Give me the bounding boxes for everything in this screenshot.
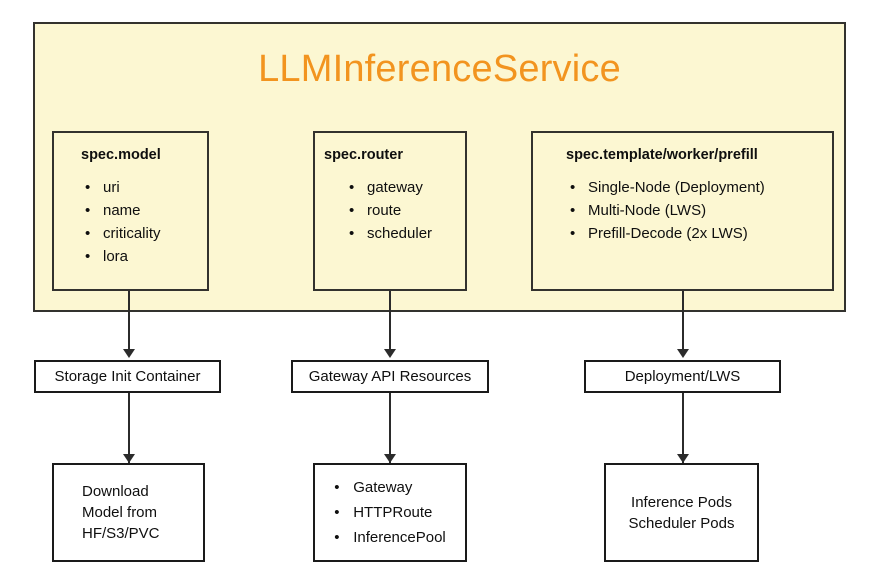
list-item: scheduler — [349, 222, 465, 245]
spec-router-list: gateway route scheduler — [349, 176, 465, 245]
list-item: Multi-Node (LWS) — [570, 199, 832, 222]
node-label-line: Model from — [82, 504, 158, 521]
list-item: Prefill-Decode (2x LWS) — [570, 222, 832, 245]
spec-model-title: spec.model — [81, 147, 161, 163]
list-item: name — [85, 199, 207, 222]
list-item: Gateway — [334, 475, 446, 500]
arrow-head-icon — [123, 349, 135, 358]
arrow-head-icon — [123, 454, 135, 463]
list-item: HTTPRoute — [334, 500, 446, 525]
node-label-line: Inference Pods — [631, 493, 732, 511]
spec-template-list: Single-Node (Deployment) Multi-Node (LWS… — [570, 176, 832, 245]
arrow-head-icon — [384, 454, 396, 463]
gateway-resources-list: Gateway HTTPRoute InferencePool — [334, 475, 446, 550]
node-label-group: Download Model from HF/S3/PVC — [54, 481, 203, 544]
connector-line — [128, 393, 130, 463]
node-label-group: Inference Pods Scheduler Pods — [629, 492, 735, 534]
node-gateway-api-resources: Gateway API Resources — [291, 360, 489, 393]
list-item: lora — [85, 245, 207, 268]
node-label-line: Download — [82, 483, 149, 500]
spec-router-title: spec.router — [324, 147, 403, 163]
spec-router-box: spec.router gateway route scheduler — [313, 131, 467, 291]
node-inference-pods: Inference Pods Scheduler Pods — [604, 463, 759, 562]
spec-template-title: spec.template/worker/prefill — [566, 147, 758, 163]
list-item: route — [349, 199, 465, 222]
node-download-model: Download Model from HF/S3/PVC — [52, 463, 205, 562]
node-deployment-lws: Deployment/LWS — [584, 360, 781, 393]
arrow-deployment-lws-to-inference-pods — [677, 393, 689, 463]
list-item: criticality — [85, 222, 207, 245]
connector-line — [389, 393, 391, 463]
list-item: Single-Node (Deployment) — [570, 176, 832, 199]
list-item: gateway — [349, 176, 465, 199]
list-item: uri — [85, 176, 207, 199]
spec-template-box: spec.template/worker/prefill Single-Node… — [531, 131, 834, 291]
node-label-line: Scheduler Pods — [628, 514, 735, 532]
list-item: InferencePool — [334, 525, 446, 550]
spec-model-list: uri name criticality lora — [85, 176, 207, 268]
spec-model-box: spec.model uri name criticality lora — [52, 131, 209, 291]
node-storage-init-container: Storage Init Container — [34, 360, 221, 393]
arrow-head-icon — [384, 349, 396, 358]
connector-line — [682, 393, 684, 463]
node-label: Deployment/LWS — [624, 368, 741, 385]
page-title: LLMInferenceService — [258, 48, 621, 90]
node-gateway-resources: Gateway HTTPRoute InferencePool — [313, 463, 467, 562]
arrow-storage-init-to-download-model — [123, 393, 135, 463]
arrow-head-icon — [677, 349, 689, 358]
arrow-head-icon — [677, 454, 689, 463]
node-label: Gateway API Resources — [308, 368, 472, 385]
arrow-gateway-api-to-gateway-resources — [384, 393, 396, 463]
node-label-line: HF/S3/PVC — [82, 525, 160, 542]
node-label: Storage Init Container — [54, 368, 201, 385]
